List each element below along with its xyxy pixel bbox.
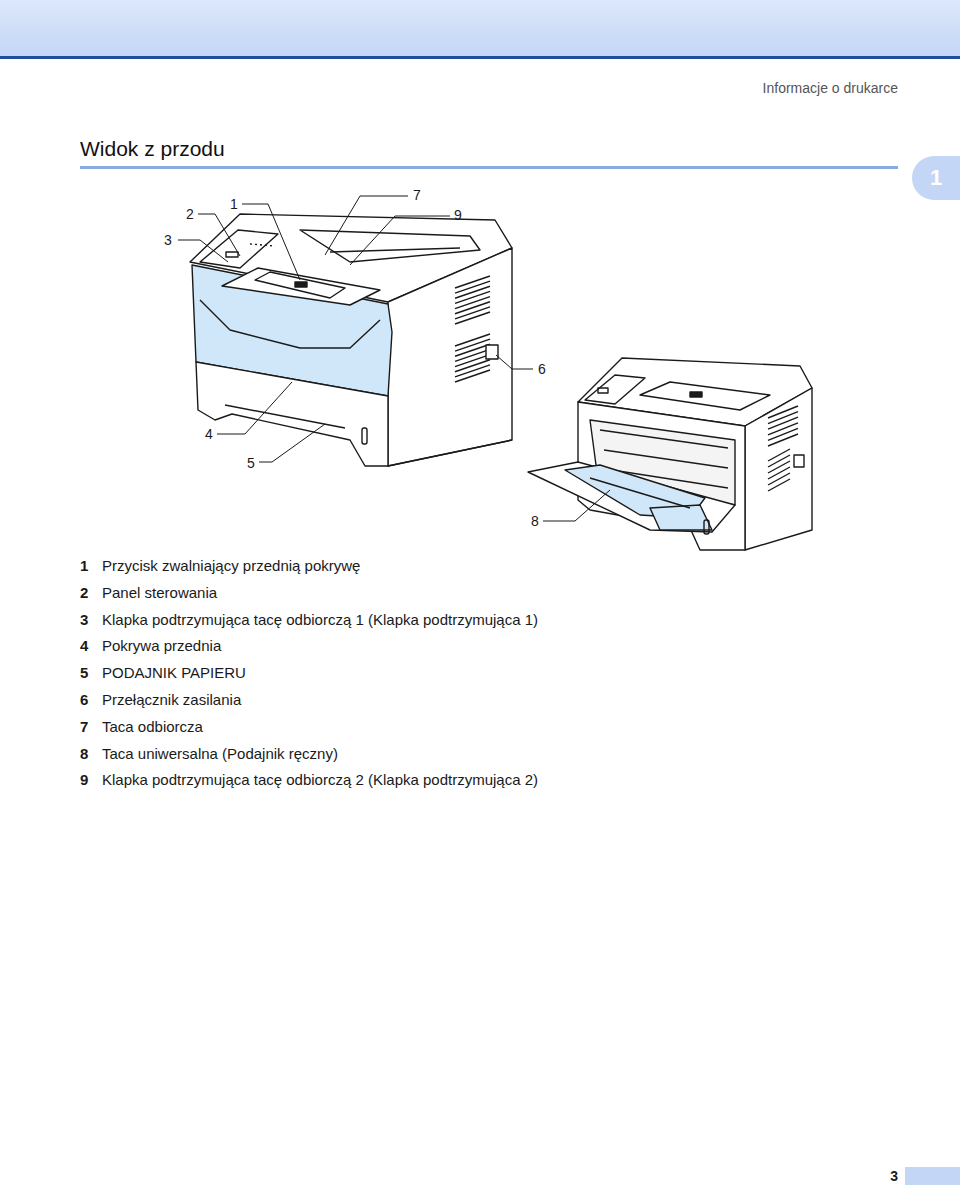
running-header: Informacje o drukarce [763, 80, 898, 96]
leader-lines [178, 196, 610, 521]
vent-slot [768, 434, 798, 446]
vent-slot [768, 461, 790, 473]
vent-slot [455, 312, 490, 324]
vent-slot [455, 339, 490, 351]
page-number: 3 [890, 1168, 898, 1184]
item-text: PODAJNIK PAPIERU [102, 664, 246, 681]
chapter-tab: 1 [912, 156, 960, 200]
vent-slot [455, 360, 490, 372]
item-text: Klapka podtrzymująca tacę odbiorczą 1 (K… [102, 611, 538, 628]
vent-slot [455, 365, 490, 377]
vent-slot [768, 428, 798, 440]
section-title: Widok z przodu [80, 137, 225, 161]
callout-number: 3 [164, 232, 172, 248]
vent-slot [455, 344, 490, 356]
item-text: Przycisk zwalniający przednią pokrywę [102, 557, 360, 574]
printer-open-tray [528, 358, 812, 550]
callout-number: 7 [413, 187, 421, 203]
vent-slot [455, 355, 490, 367]
vent-slot [768, 455, 790, 467]
vent-slot [455, 291, 490, 303]
vent-slot [455, 297, 490, 309]
vent-slot [768, 473, 790, 485]
printer-front [190, 214, 512, 466]
item-text: Taca odbiorcza [102, 718, 203, 735]
title-rule [80, 166, 898, 169]
item-text: Taca uniwersalna (Podajnik ręczny) [102, 745, 338, 762]
item-text: Przełącznik zasilania [102, 691, 241, 708]
header-band [0, 0, 960, 57]
vent-slot [768, 406, 798, 418]
callout-number: 4 [205, 426, 213, 442]
item-number: 2 [80, 584, 88, 601]
vent-slot [455, 307, 490, 319]
vent-slot [455, 286, 490, 298]
item-number: 1 [80, 557, 88, 574]
page-number-bar [905, 1167, 960, 1185]
vent-slot [768, 449, 790, 461]
vent-slot [455, 281, 490, 293]
vent-slot [768, 417, 798, 429]
item-text: Klapka podtrzymująca tacę odbiorczą 2 (K… [102, 771, 538, 788]
callout-number: 1 [230, 196, 238, 212]
header-rule [0, 56, 960, 59]
vent-slot [455, 349, 490, 361]
vent-slot [768, 423, 798, 435]
vent-slot [455, 302, 490, 314]
callout-number: 9 [454, 207, 462, 223]
chapter-number: 1 [930, 165, 942, 191]
vent-slot [768, 467, 790, 479]
item-number: 6 [80, 691, 88, 708]
vent-slot [768, 412, 798, 424]
item-number: 7 [80, 718, 88, 735]
vent-slot [768, 479, 790, 491]
callout-number: 5 [247, 455, 255, 471]
vent-slot [455, 276, 490, 288]
vent-slot [455, 334, 490, 346]
item-number: 9 [80, 771, 88, 788]
callout-number: 8 [531, 513, 539, 529]
item-text: Pokrywa przednia [102, 637, 221, 654]
item-number: 3 [80, 611, 88, 628]
item-number: 5 [80, 664, 88, 681]
callout-number: 6 [538, 361, 546, 377]
vent-slot [455, 370, 490, 382]
item-number: 4 [80, 637, 88, 654]
item-number: 8 [80, 745, 88, 762]
callout-number: 2 [186, 206, 194, 222]
item-text: Panel sterowania [102, 584, 217, 601]
